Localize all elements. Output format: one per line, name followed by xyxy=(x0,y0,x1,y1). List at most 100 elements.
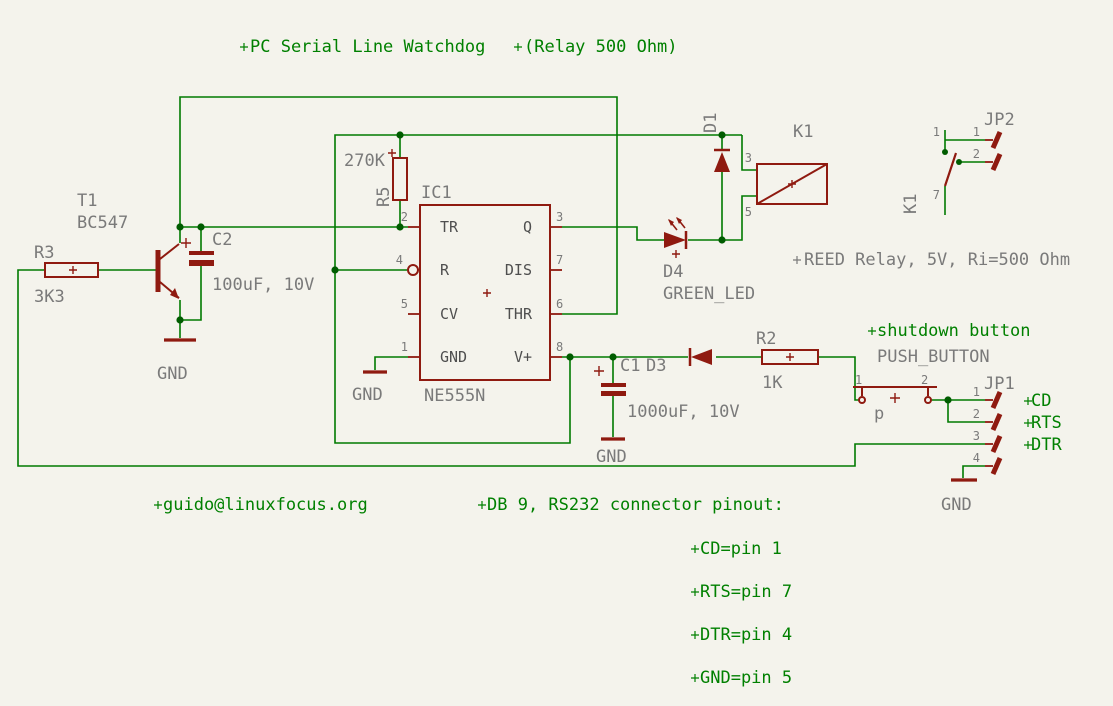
pinout-line-gnd: GND=pin 5 xyxy=(700,668,792,688)
text-origin-cross xyxy=(691,545,699,553)
text-origin-cross xyxy=(1024,441,1032,449)
t1-value: BC547 xyxy=(77,213,128,233)
ic1-ne555 xyxy=(407,204,562,381)
jp1-pin-bar xyxy=(990,412,1003,432)
origin-cross xyxy=(388,149,396,157)
gnd-label-t1: GND xyxy=(157,364,188,384)
button-pin1-number: 1 xyxy=(855,373,862,387)
junction-dot xyxy=(331,266,339,274)
junction-dot xyxy=(718,236,726,244)
ic1-pin-r: R xyxy=(440,261,450,279)
r5-body xyxy=(392,157,408,201)
junction-dot xyxy=(197,223,205,231)
wire-c2-bottom xyxy=(180,266,202,321)
ic1-pin2-number: 2 xyxy=(401,210,408,224)
ground-symbols xyxy=(164,338,977,482)
text-origin-cross xyxy=(154,501,162,509)
wire-led-to-coil xyxy=(688,195,757,241)
jp1-pin3-number: 3 xyxy=(973,429,980,443)
c2-plus-sign xyxy=(181,238,191,248)
text-origin-cross xyxy=(514,43,522,51)
r2-name: R2 xyxy=(756,329,776,349)
ic1-pin8-number: 8 xyxy=(556,340,563,354)
text-origin-cross xyxy=(793,256,801,264)
text-origin-cross xyxy=(691,674,699,682)
origin-cross xyxy=(786,353,794,361)
resistor-r5 xyxy=(392,157,408,201)
text-origin-cross xyxy=(1024,397,1032,405)
d1-name: D1 xyxy=(701,113,721,133)
relay-k1-contact xyxy=(943,152,958,187)
d3-triangle xyxy=(691,349,712,365)
page-subtitle: (Relay 500 Ohm) xyxy=(524,37,678,57)
ic1-pin6-number: 6 xyxy=(556,297,563,311)
c1-plate-bottom xyxy=(601,391,626,396)
junction-dot xyxy=(396,131,404,139)
c1-name: C1 xyxy=(620,356,640,376)
d3-name: D3 xyxy=(646,356,666,376)
text-origin-cross xyxy=(691,588,699,596)
jp1-name: JP1 xyxy=(984,374,1015,394)
d4-arrowhead xyxy=(676,217,682,224)
net-label-cd: CD xyxy=(1031,391,1051,411)
button-origin-cross xyxy=(890,393,900,403)
ic1-name: IC1 xyxy=(421,183,452,203)
ic1-pin-vplus: V+ xyxy=(514,348,532,366)
t1-collector xyxy=(159,243,180,260)
wire-vplus-to-coil xyxy=(741,135,757,171)
author-email: guido@linuxfocus.org xyxy=(163,495,368,515)
ic1-pin-gnd: GND xyxy=(440,348,467,366)
k1-coil-name: K1 xyxy=(793,122,813,142)
jp1-pin2-number: 2 xyxy=(973,407,980,421)
k1-coil-body xyxy=(756,163,828,205)
k1-contact-pin1: 1 xyxy=(933,125,940,139)
capacitor-c1 xyxy=(594,366,626,396)
ic1-pin-dis: DIS xyxy=(505,261,532,279)
text-origin-cross xyxy=(478,501,486,509)
gnd-label-ic1: GND xyxy=(352,385,383,405)
ic1-pin-q: Q xyxy=(523,218,532,236)
pinout-heading: DB 9, RS232 connector pinout: xyxy=(487,495,784,515)
ic1-pin4-bubble xyxy=(407,264,419,276)
junction-dot xyxy=(718,131,726,139)
ic1-pin5-number: 5 xyxy=(401,297,408,311)
t1-base-bar xyxy=(155,250,161,292)
pinout-line-cd: CD=pin 1 xyxy=(700,539,782,559)
pinout-line-dtr: DTR=pin 4 xyxy=(700,625,792,645)
c1-value: 1000uF, 10V xyxy=(627,402,740,422)
r3-body xyxy=(44,262,99,278)
text-origin-cross xyxy=(868,327,876,335)
d4-name: D4 xyxy=(663,262,683,282)
r2-value: 1K xyxy=(762,373,783,393)
c2-plate-bottom xyxy=(189,260,214,266)
text-origin-cross xyxy=(240,43,248,51)
wires xyxy=(17,96,985,478)
c1-plate-top xyxy=(601,383,626,387)
d4-triangle xyxy=(664,232,686,248)
r5-value: 270K xyxy=(344,151,386,171)
ic1-pin-tr: TR xyxy=(440,218,459,236)
jp2-pin1-number: 1 xyxy=(973,125,980,139)
capacitor-c2 xyxy=(181,238,214,266)
r3-name: R3 xyxy=(34,243,54,263)
wire-vplus-loop xyxy=(334,134,742,444)
junction-dot xyxy=(566,353,574,361)
button-terminal xyxy=(924,396,932,404)
jp1-pin-bar xyxy=(990,390,1003,410)
ic1-body xyxy=(419,204,551,381)
jp1-pin-bar xyxy=(990,434,1003,454)
k1-contact-pin7: 7 xyxy=(933,188,940,202)
jp1-pin-bar xyxy=(990,456,1003,476)
wire-jp1-gnd xyxy=(962,465,985,478)
wire-q-to-led xyxy=(562,226,664,241)
gnd-label-jp1: GND xyxy=(941,495,972,515)
wire-ic-gnd xyxy=(374,356,408,370)
connector-jp1 xyxy=(985,390,1003,476)
jp1-pin1-number: 1 xyxy=(973,385,980,399)
shutdown-button-note: shutdown button xyxy=(877,321,1031,341)
junction-dot xyxy=(609,353,617,361)
resistor-r2 xyxy=(761,349,819,365)
pinout-line-rts: RTS=pin 7 xyxy=(700,582,792,602)
r5-name: R5 xyxy=(374,187,394,207)
